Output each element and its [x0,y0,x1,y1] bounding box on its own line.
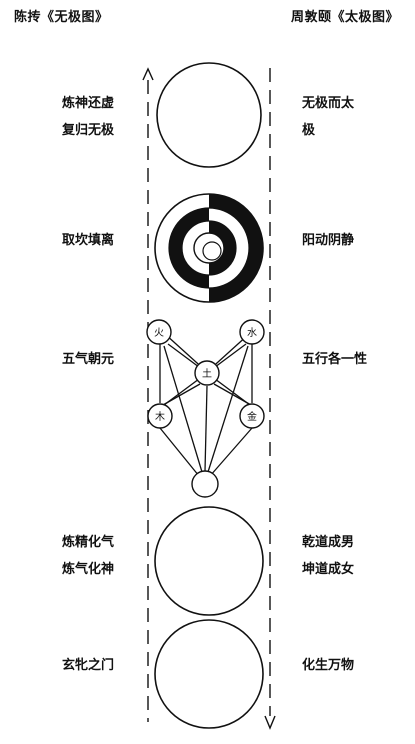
five-elements-network [159,333,253,477]
fire-element-label: 火 [154,327,164,339]
base-node-circle [191,470,219,498]
water-element-node: 水 [239,319,265,345]
stage-4-right-line-2: 坤道成女 [302,562,355,577]
stage-3-left-line-1: 五气朝元 [62,352,115,367]
stage-4-left-line-1: 炼精化气 [62,535,115,550]
stage-2-left-line-1: 取坎填离 [62,233,115,248]
stage-1-empty-circle [156,62,262,168]
stage-3-right-line-1: 五行各一性 [302,352,368,367]
stage-1-right-label: 无极而太 极 [302,90,354,144]
stage-4-empty-circle [154,506,264,616]
stage-5-right-label: 化生万物 [302,652,354,679]
stage-2-right-label: 阳动阴静 [302,227,354,254]
yin-yang-rings [154,193,264,303]
stage-1-left-label: 炼神还虚 复归无极 [62,90,114,144]
left-header-title: 陈抟《无极图》 [14,10,109,25]
metal-element-node: 金 [239,403,265,429]
stage-1-right-line-1: 无极而太 [302,96,355,111]
water-element-label: 水 [247,327,257,339]
stage-5-left-line-1: 玄牝之门 [62,658,115,673]
wood-element-label: 木 [155,411,165,423]
earth-element-node: 土 [194,360,220,386]
stage-4-left-label: 炼精化气 炼气化神 [62,529,114,583]
stage-3-right-label: 五行各一性 [302,346,367,373]
up-arrow-icon [142,67,154,81]
earth-element-label: 土 [202,367,212,380]
stage-2-right-line-1: 阳动阴静 [302,233,355,248]
stage-1-left-line-1: 炼神还虚 [62,96,115,111]
fire-element-node: 火 [146,319,172,345]
metal-element-label: 金 [247,410,257,423]
stage-5-right-line-1: 化生万物 [302,658,355,673]
down-arrow-icon [264,715,276,730]
stage-1-right-line-2: 极 [302,123,316,138]
stage-1-left-line-2: 复归无极 [62,123,115,138]
stage-4-right-line-1: 乾道成男 [302,535,355,550]
wood-element-node: 木 [147,403,173,429]
stage-3-left-label: 五气朝元 [62,346,114,373]
stage-5-empty-circle [154,619,264,729]
stage-4-right-label: 乾道成男 坤道成女 [302,529,354,583]
stage-4-left-line-2: 炼气化神 [62,562,115,577]
stage-2-left-label: 取坎填离 [62,227,114,254]
stage-5-left-label: 玄牝之门 [62,652,114,679]
right-header-title: 周敦颐《太极图》 [290,10,399,25]
